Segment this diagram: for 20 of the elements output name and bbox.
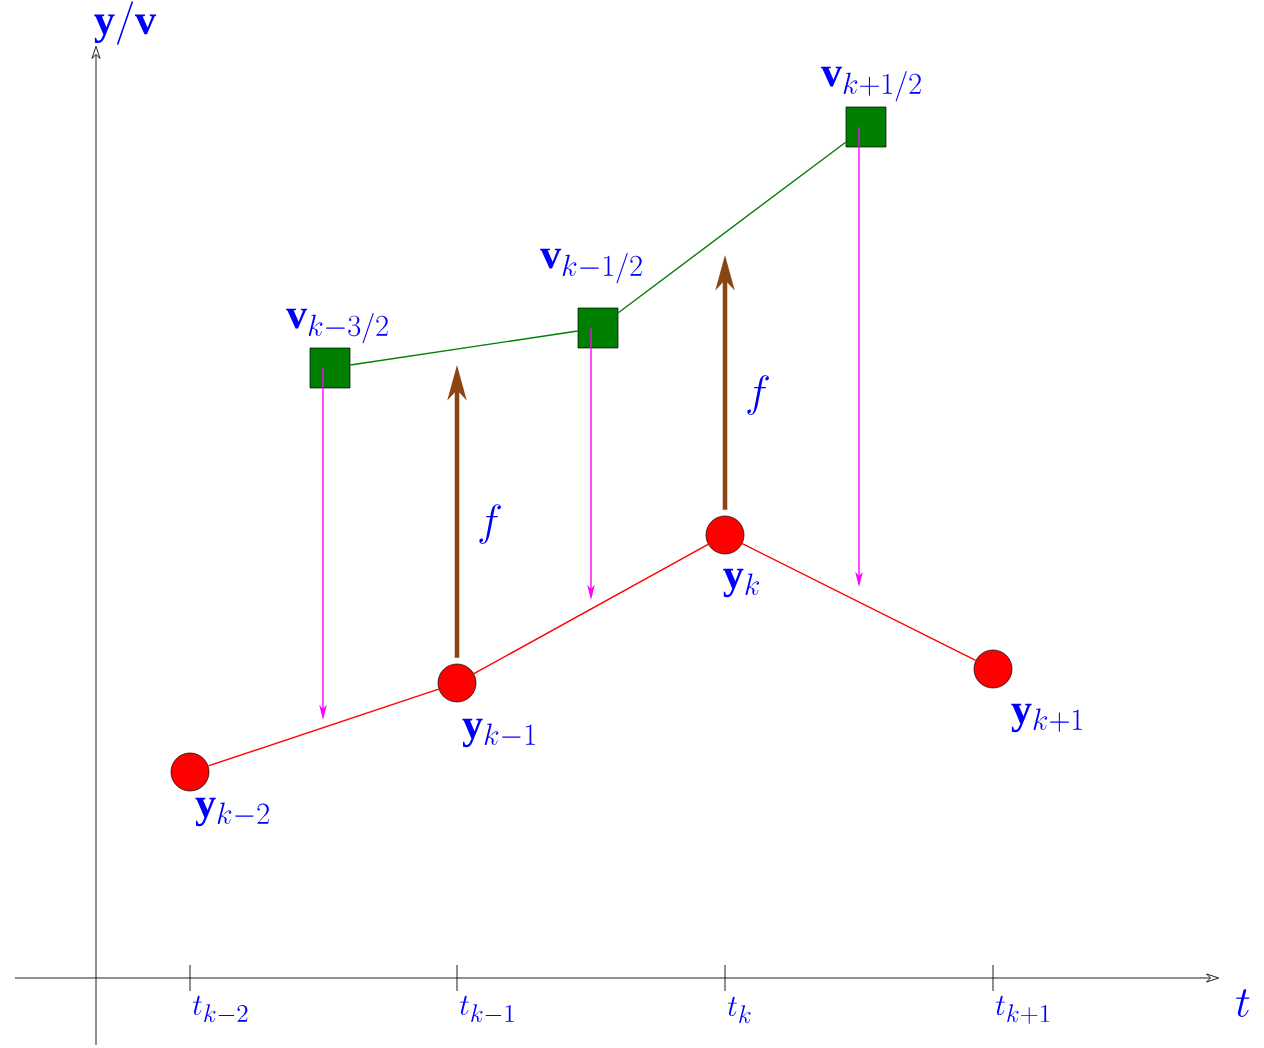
tick-label: $t_{k-1}$ (459, 995, 514, 1023)
edge-label: $f$ (479, 504, 501, 544)
point-label: $\mathbf{y}_{k-1}$ (462, 718, 535, 748)
axis-label: $t$ (1236, 989, 1250, 1017)
tick-label: $t_{k}$ (727, 996, 751, 1024)
axis-label: $\mathbf{y}/\mathbf{v}$ (94, 1, 157, 45)
point-label: $\mathbf{v}_{k+1/2}$ (820, 66, 921, 102)
tick-label: $t_{k+1}$ (995, 995, 1050, 1024)
connecting-line (349, 330, 579, 366)
connecting-line (741, 542, 977, 662)
edge-label: $f$ (747, 375, 769, 415)
point-label: $\mathbf{y}_{k+1}$ (1011, 703, 1082, 733)
connecting-line (617, 141, 847, 314)
tick-label: $t_{k-2}$ (192, 995, 248, 1023)
point-label: $\mathbf{v}_{k-3/2}$ (286, 308, 388, 344)
point-label: $\mathbf{y}_{k-2}$ (195, 797, 269, 827)
point-label: $\mathbf{y}_{k}$ (723, 568, 760, 598)
point-label: $\mathbf{v}_{k-1/2}$ (540, 248, 642, 284)
connecting-line (207, 688, 440, 767)
connecting-line (473, 543, 709, 675)
